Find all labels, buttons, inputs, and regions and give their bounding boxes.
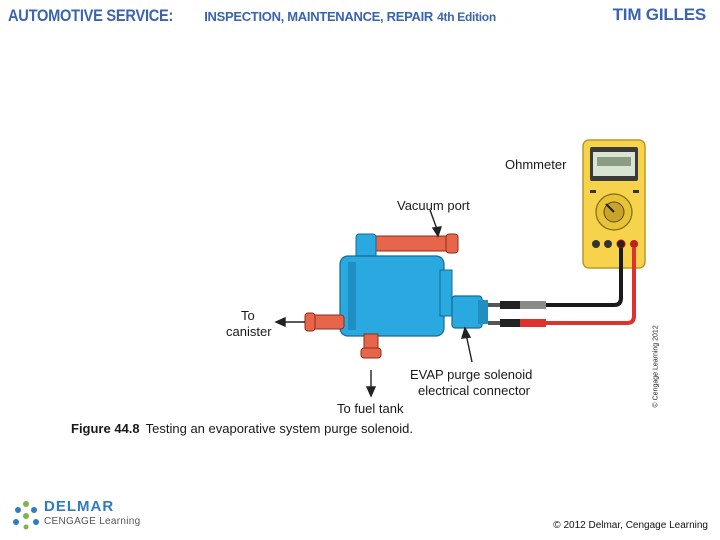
arrow-connector [465,333,473,363]
book-title: AUTOMOTIVE SERVICE: INSPECTION, MAINTENA… [8,6,496,26]
page-header: AUTOMOTIVE SERVICE: INSPECTION, MAINTENA… [0,0,720,30]
label-to-canister-line2: canister [226,324,272,339]
fuel-tank-port [360,333,382,359]
book-title-main: AUTOMOTIVE SERVICE: [8,6,174,25]
label-solenoid-line2: electrical connector [418,383,530,398]
red-lead [545,248,636,325]
vertical-credit: © Cengage Learning 2012 [652,325,660,408]
book-title-sub: INSPECTION, MAINTENANCE, REPAIR [204,9,434,24]
copyright: © 2012 Delmar, Cengage Learning [553,520,708,531]
red-probe-icon [488,319,546,327]
label-to-fuel-tank: To fuel tank [337,401,404,416]
book-author: TIM GILLES [612,5,707,24]
evap-purge-solenoid [339,233,488,337]
delmar-logo: DELMAR CENGAGE Learning [12,498,142,532]
label-solenoid-line1: EVAP purge solenoid [410,367,533,382]
label-to-canister-line1: To [241,308,255,323]
ohmmeter-icon [582,139,646,269]
black-probe-icon [488,301,546,309]
canister-hose [304,312,345,332]
figure-number: Figure 44.8 [71,421,140,436]
vacuum-port-hose [371,233,459,254]
figure-text: Testing an evaporative system purge sole… [145,421,414,436]
figure-caption: Figure 44.8 Testing an evaporative system… [71,421,413,436]
book-edition: 4th Edition [437,10,496,24]
logo-name: DELMAR [44,498,115,515]
label-ohmmeter: Ohmmeter [505,157,567,172]
label-vacuum-port: Vacuum port [397,198,470,213]
logo-sub: CENGAGE Learning [44,516,141,527]
delmar-logo-icon [13,501,39,530]
black-lead [545,248,623,307]
